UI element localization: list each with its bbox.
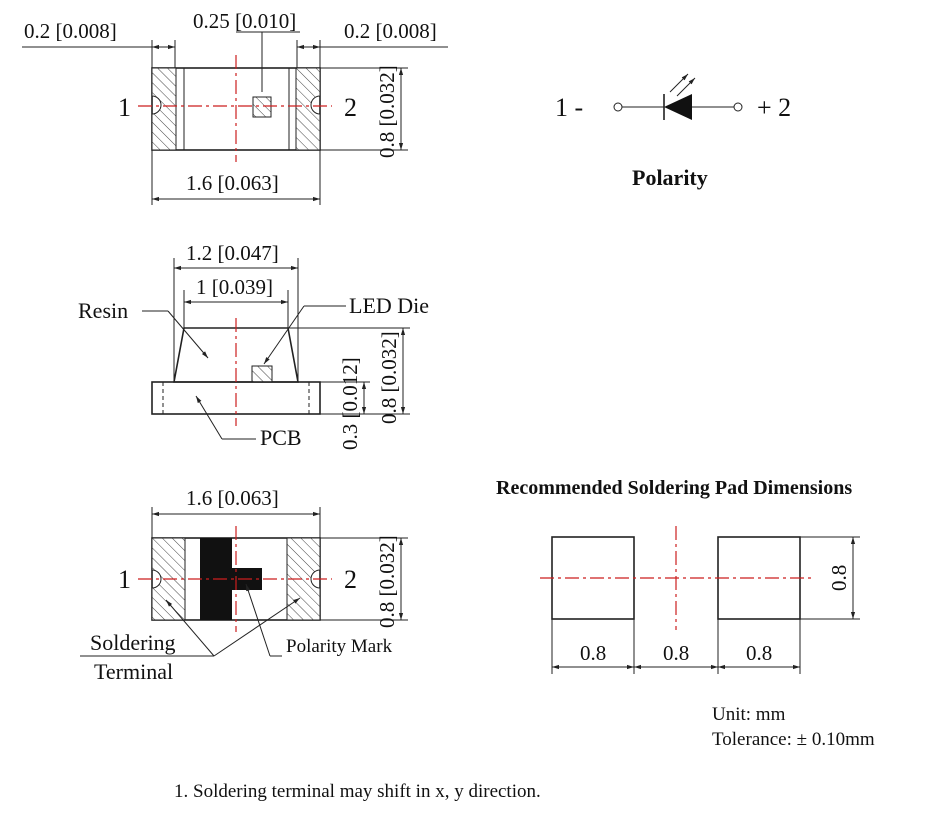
tolerance-label: Tolerance: ± 0.10mm — [712, 729, 875, 750]
top-die — [252, 96, 272, 118]
top-terminal-right — [295, 67, 321, 151]
bottom-dim-height: 0.8 [0.032] — [375, 535, 399, 628]
polarity-symbol: 1 - + 2 Polarity — [555, 73, 791, 190]
dim-right-label: 0.2 [0.008] — [344, 19, 437, 43]
polarity-title: Polarity — [632, 165, 708, 190]
polarity-minus-label: 1 - — [555, 93, 583, 122]
side-view: 1.2 [0.047] 1 [0.039] Resin LED Die PCB … — [78, 241, 429, 450]
diode-triangle — [664, 94, 692, 120]
side-dim-outer: 1.2 [0.047] — [186, 241, 279, 265]
pad-dim-height: 0.8 — [827, 565, 851, 591]
bottom-pin2-label: 2 — [344, 565, 357, 594]
label-soldering-line1: Soldering — [90, 630, 176, 655]
top-pin1-label: 1 — [118, 93, 131, 122]
label-polarity-mark: Polarity Mark — [286, 636, 393, 657]
pad-dim-left: 0.8 — [580, 641, 606, 665]
dim-left-label: 0.2 [0.008] — [24, 19, 117, 43]
polarity-plus-label: + 2 — [757, 93, 791, 122]
top-view: 0.2 [0.008] 0.25 [0.010] 0.2 [0.008] 1 2… — [22, 9, 448, 205]
top-dim-width: 1.6 [0.063] — [186, 171, 279, 195]
label-led-die: LED Die — [349, 293, 429, 318]
footnote: 1. Soldering terminal may shift in x, y … — [174, 781, 541, 802]
pad-dim-gap: 0.8 — [663, 641, 689, 665]
top-pin2-label: 2 — [344, 93, 357, 122]
anode-terminal-circle — [613, 102, 623, 112]
side-dim-total-height: 0.8 [0.032] — [377, 331, 401, 424]
top-terminal-left — [151, 67, 177, 151]
unit-label: Unit: mm — [712, 704, 786, 725]
cathode-terminal-circle — [733, 102, 743, 112]
dim-center-label: 0.25 [0.010] — [193, 9, 296, 33]
label-pcb: PCB — [260, 425, 302, 450]
top-dim-height: 0.8 [0.032] — [375, 65, 399, 158]
pads-title: Recommended Soldering Pad Dimensions — [496, 477, 852, 499]
pad-dim-right: 0.8 — [746, 641, 772, 665]
label-soldering-line2: Terminal — [94, 659, 173, 684]
side-led-die — [251, 365, 273, 383]
label-resin: Resin — [78, 298, 128, 323]
light-arrow-1 — [669, 73, 689, 93]
bottom-dim-width: 1.6 [0.063] — [186, 486, 279, 510]
side-dim-pcb-thickness: 0.3 [0.012] — [338, 357, 362, 450]
bottom-pin1-label: 1 — [118, 565, 131, 594]
soldering-pads: Recommended Soldering Pad Dimensions 0.8… — [496, 477, 875, 750]
side-dim-inner: 1 [0.039] — [196, 275, 273, 299]
light-arrow-2 — [676, 77, 696, 97]
bottom-view: 1.6 [0.063] 1 2 0.8 [0.032] Soldering Te… — [80, 486, 408, 684]
